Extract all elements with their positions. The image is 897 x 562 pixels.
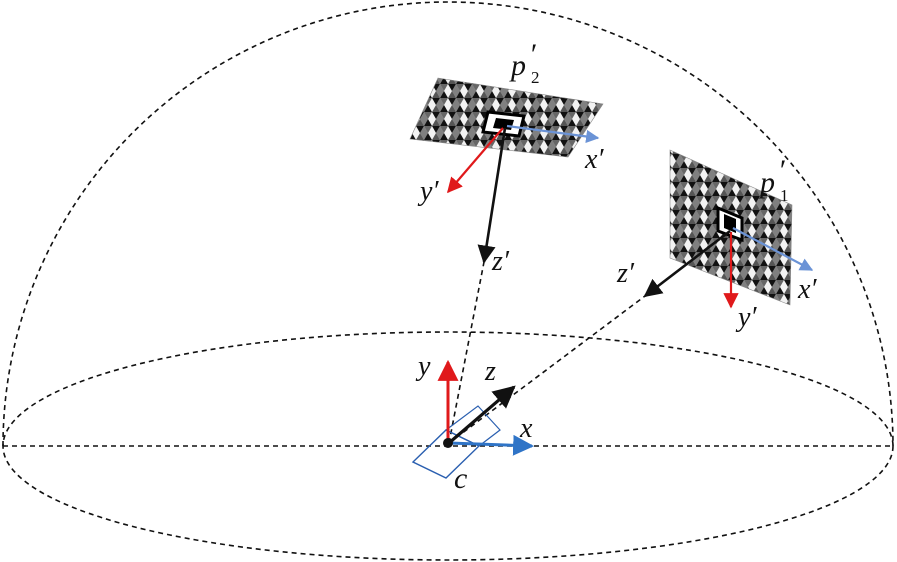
board-p1-x-label: x′ [797, 274, 817, 305]
board-p2-z-axis-arrow [477, 127, 507, 264]
board-p2-x-label: x′ [584, 144, 604, 175]
camera-z-label: z [484, 356, 496, 387]
camera-x-label: x [519, 413, 533, 444]
board-p1-name-label: p ′ 1 [758, 154, 789, 205]
board-p2-label-prime: ′ [529, 38, 536, 71]
camera-center-label: c [454, 462, 467, 495]
camera-lens-outline [444, 405, 501, 447]
board-p2-marker-core [493, 118, 514, 130]
camera-center-dot [443, 438, 453, 448]
board-p1-x-axis-arrow [732, 227, 814, 271]
board-p2-label-subscript: 2 [531, 68, 540, 87]
camera-x-axis-arrow [448, 434, 535, 456]
view-ray-to-p1 [448, 295, 646, 444]
board-p2-y-label: y′ [417, 176, 439, 207]
calibration-board-p1 [669, 149, 793, 306]
camera-y-label: y [415, 351, 431, 382]
board-p1-label-base: p [758, 166, 775, 199]
board-p1-z-label: z′ [616, 258, 635, 289]
board-p2-z-label: z′ [491, 246, 510, 277]
board-p1-y-label: y′ [735, 302, 757, 333]
board-p2-label-base: p [509, 49, 526, 82]
board-p2-name-label: p ′ 2 [509, 38, 540, 87]
camera-body-outline [411, 429, 481, 479]
board-p1-label-prime: ′ [778, 154, 785, 187]
calibration-board-p2 [409, 77, 604, 158]
board-p1-z-axis-arrow [643, 229, 731, 298]
board-p2-x-axis-arrow [506, 124, 600, 143]
view-ray-to-p2 [448, 261, 485, 444]
hemisphere-dome-outline [2, 1, 894, 447]
board-p2-y-axis-arrow [446, 127, 504, 194]
board-p1-label-subscript: 1 [780, 186, 789, 205]
camera-z-axis-arrow [447, 385, 516, 445]
